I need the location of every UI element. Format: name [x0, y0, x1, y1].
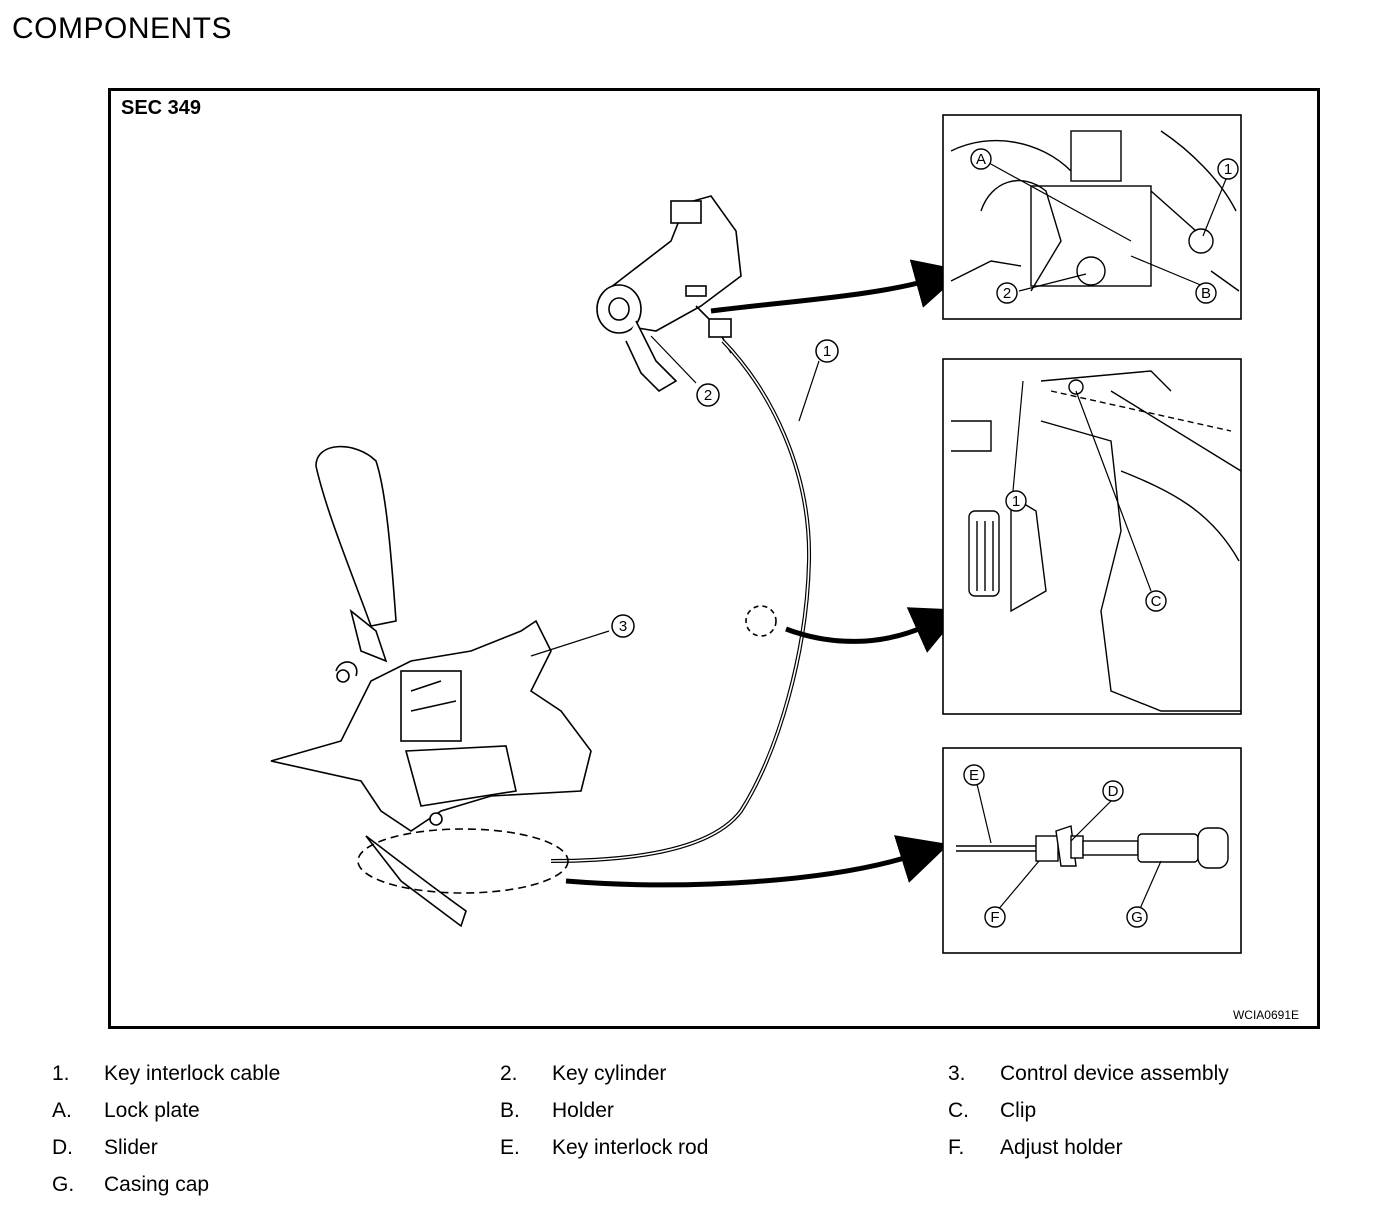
svg-text:G: G: [1131, 909, 1143, 926]
leader-main-1: [798, 360, 820, 422]
legend-desc: Key interlock rod: [552, 1136, 709, 1159]
legend-desc: Lock plate: [104, 1099, 200, 1122]
callout-main-1: 1: [815, 339, 839, 363]
callout-inset1-B: B: [1195, 282, 1217, 304]
svg-text:2: 2: [704, 387, 712, 404]
callout-main-2: 2: [696, 383, 720, 407]
inset-2-clip-detail: 1 C: [942, 358, 1242, 715]
legend-desc: Holder: [552, 1099, 614, 1122]
callout-main-3: 3: [611, 614, 635, 638]
legend-key: A.: [52, 1099, 72, 1122]
legend-desc: Control device assembly: [1000, 1062, 1229, 1085]
page-title: COMPONENTS: [12, 12, 233, 45]
key-cylinder-drawing: [596, 195, 742, 393]
legend-key: 3.: [948, 1062, 966, 1085]
components-diagram: SEC 349 2 1: [108, 88, 1320, 1029]
svg-text:2: 2: [1003, 285, 1011, 302]
callout-inset1-2: 2: [996, 282, 1018, 304]
cable-end-detail-ellipse: [357, 828, 569, 894]
callout-inset3-E: E: [963, 764, 985, 786]
svg-text:1: 1: [823, 343, 831, 360]
svg-text:D: D: [1108, 783, 1119, 800]
legend-key: B.: [500, 1099, 520, 1122]
inset-1-key-cylinder-detail: A 1 2 B: [942, 114, 1242, 320]
callout-inset2-1: 1: [1005, 490, 1027, 512]
key-interlock-cable: [550, 339, 812, 863]
callout-inset3-F: F: [984, 906, 1006, 928]
svg-text:E: E: [969, 767, 979, 784]
svg-text:3: 3: [619, 618, 627, 635]
legend-desc: Key cylinder: [552, 1062, 667, 1085]
diagram-drawing: 2 1 3: [270, 114, 1242, 954]
arrow-to-inset-1: [710, 259, 965, 314]
svg-text:1: 1: [1012, 493, 1020, 510]
svg-text:A: A: [976, 151, 986, 168]
legend-key: G.: [52, 1173, 75, 1196]
section-label: SEC 349: [121, 97, 202, 119]
figure-code: WCIA0691E: [1232, 1008, 1299, 1022]
control-device-drawing: [270, 445, 592, 928]
leader-main-2: [650, 335, 697, 384]
svg-text:1: 1: [1224, 161, 1232, 178]
legend-desc: Slider: [104, 1136, 158, 1159]
legend-desc: Adjust holder: [1000, 1136, 1123, 1159]
arrow-to-inset-3: [565, 835, 950, 888]
svg-text:F: F: [990, 909, 999, 926]
callout-inset3-G: G: [1126, 906, 1148, 928]
svg-text:C: C: [1151, 593, 1162, 610]
svg-text:B: B: [1201, 285, 1211, 302]
legend-key: 1.: [52, 1062, 70, 1085]
inset-3-cable-end-detail: E D F G: [942, 747, 1242, 954]
legend-key: 2.: [500, 1062, 518, 1085]
legend-key: E.: [500, 1136, 520, 1159]
clip-detail-circle: [745, 605, 777, 637]
callout-inset3-D: D: [1102, 780, 1124, 802]
legend-key: C.: [948, 1099, 969, 1122]
callout-inset1-A: A: [970, 148, 992, 170]
arrow-to-inset-2: [785, 607, 963, 653]
legend-key: D.: [52, 1136, 73, 1159]
legend-desc: Clip: [1000, 1099, 1037, 1122]
callout-inset2-C: C: [1145, 590, 1167, 612]
legend-key: F.: [948, 1136, 965, 1159]
callout-inset1-1: 1: [1217, 158, 1239, 180]
legend-desc: Key interlock cable: [104, 1062, 281, 1085]
leader-main-3: [530, 630, 610, 657]
legend-desc: Casing cap: [104, 1173, 210, 1196]
